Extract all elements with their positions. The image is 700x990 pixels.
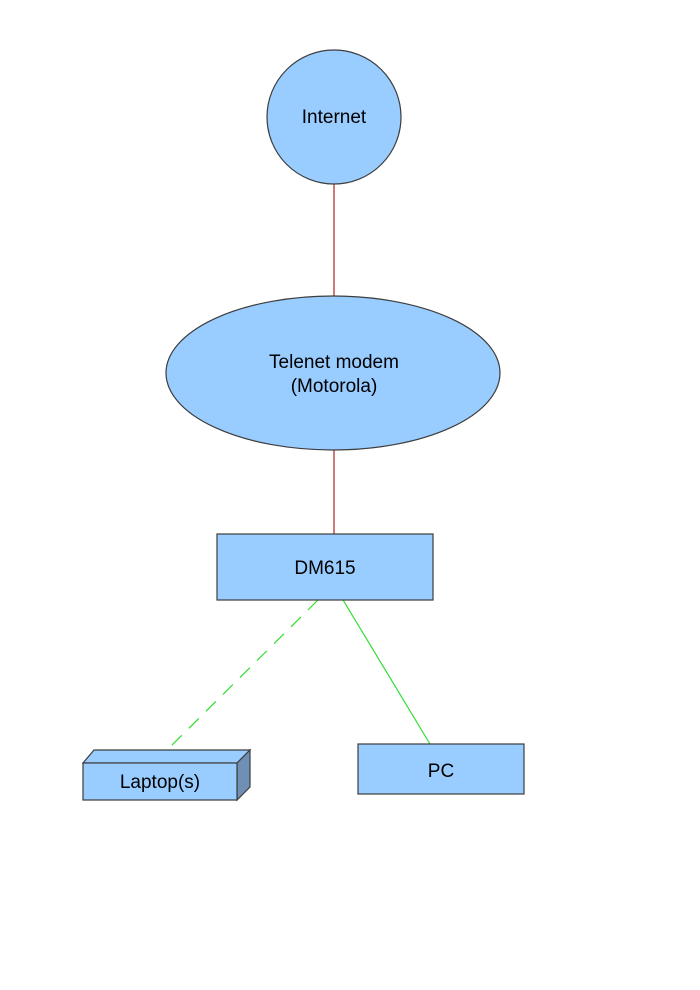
node-pc[interactable]: PC [357, 743, 525, 795]
node-internet[interactable]: Internet [266, 49, 402, 185]
node-laptop[interactable]: Laptop(s) [81, 748, 252, 802]
edge-router-pc [333, 584, 431, 745]
modem-label-line2: (Motorola) [291, 376, 378, 397]
modem-ellipse [165, 295, 501, 451]
pc-rect [357, 743, 525, 795]
internet-label: Internet [302, 107, 367, 128]
node-router[interactable]: DM615 [216, 533, 434, 601]
node-modem[interactable]: Telenet modem (Motorola) [165, 295, 501, 451]
laptop-front-face [82, 762, 238, 801]
modem-label-line1: Telenet modem [269, 352, 399, 373]
router-rect [216, 533, 434, 601]
internet-circle [266, 49, 402, 185]
laptop-label: Laptop(s) [120, 772, 200, 793]
laptop-top-face [81, 749, 252, 764]
router-label: DM615 [294, 558, 355, 579]
pc-label: PC [428, 761, 454, 782]
edge-router-laptop [167, 599, 319, 750]
